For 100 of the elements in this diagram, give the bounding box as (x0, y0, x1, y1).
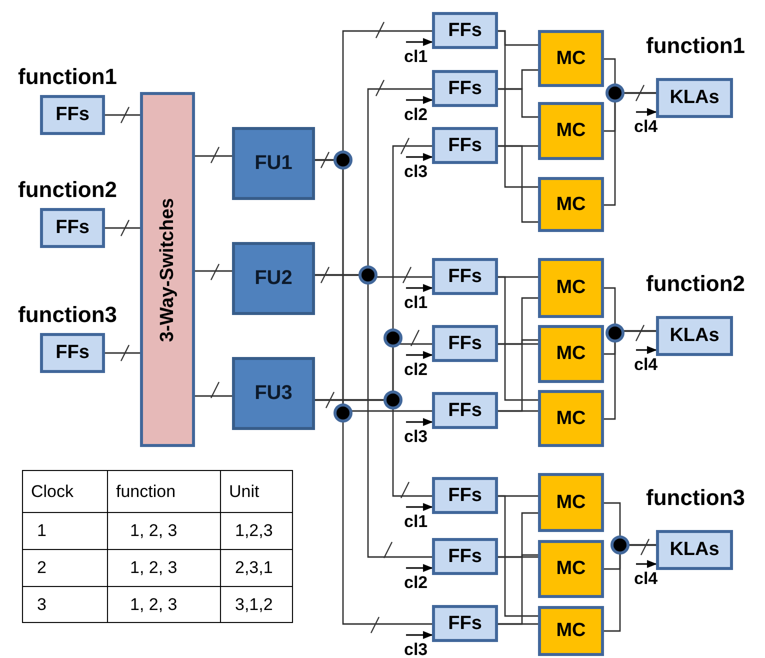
edge-label: cl3 (404, 641, 428, 658)
node-label: KLAs (670, 539, 720, 561)
node-label: FU1 (254, 152, 292, 175)
mc-box (538, 102, 604, 160)
node-label: MC (556, 558, 586, 580)
register-box (432, 325, 498, 362)
mc-box (538, 606, 604, 656)
table-cell: Unit (221, 471, 293, 513)
node-label: MC (556, 277, 586, 299)
edge-label: cl2 (404, 574, 428, 591)
mc-box (538, 540, 604, 598)
connector-line (498, 623, 538, 625)
node-label: MC (556, 343, 586, 365)
switch-block (140, 92, 195, 447)
edge-label: cl1 (404, 294, 428, 311)
node-label: FFs (448, 400, 482, 422)
clock-arrow (406, 153, 433, 161)
register-box (432, 258, 498, 295)
connector-line (498, 276, 538, 401)
clock-arrow (636, 346, 657, 354)
node-label: MC (556, 194, 586, 216)
connector-line (195, 395, 232, 397)
table-cell: 1,2,3 (221, 513, 293, 550)
mc-box (538, 390, 604, 447)
connector-line (105, 114, 140, 116)
node-label: FFs (56, 342, 90, 364)
edge-label: cl4 (634, 356, 658, 373)
function-heading: function1 (18, 64, 117, 90)
table-cell: function (108, 471, 221, 513)
edge-label: cl4 (634, 118, 658, 135)
edge-label: cl2 (404, 106, 428, 123)
table-cell: Clock (23, 471, 108, 513)
register-box (432, 538, 498, 575)
clock-arrow (636, 560, 657, 568)
node-label: KLAs (670, 325, 720, 347)
table-cell: 2 (23, 550, 108, 587)
mc-box (538, 258, 604, 318)
register-box (432, 127, 498, 164)
table-cell: 3,1,2 (221, 587, 293, 623)
register-box (432, 392, 498, 429)
register-box (432, 605, 498, 642)
connector-line (195, 270, 232, 272)
clock-arrow (406, 351, 433, 359)
functional-unit-box (232, 242, 315, 315)
node-label: FFs (448, 332, 482, 354)
connector-line (105, 352, 140, 354)
register-box (432, 70, 498, 107)
node-label: 3-Way-Switches (156, 198, 178, 342)
connector-line (315, 274, 432, 558)
node-label: FFs (448, 266, 482, 288)
connector-line (315, 399, 432, 497)
edge-label: cl3 (404, 163, 428, 180)
connector-line (315, 159, 432, 625)
table-cell: 2,3,1 (221, 550, 293, 587)
table-cell: 1 (23, 513, 108, 550)
table-cell: 1, 2, 3 (108, 550, 221, 587)
node-label: MC (556, 48, 586, 70)
connector-line (105, 227, 140, 229)
clock-arrow (406, 503, 433, 511)
register-box (432, 12, 498, 49)
edge-label: cl2 (404, 361, 428, 378)
clock-arrow (406, 284, 433, 292)
table-cell: 3 (23, 587, 108, 623)
connector-line (498, 410, 538, 412)
function-heading: function1 (646, 33, 745, 59)
clock-arrow (406, 418, 433, 426)
node-label: MC (556, 620, 586, 642)
clock-arrow (406, 564, 433, 572)
node-label: FU3 (254, 382, 292, 405)
node-label: FFs (448, 546, 482, 568)
edge-label: cl1 (404, 513, 428, 530)
register-box (432, 477, 498, 514)
node-label: MC (556, 408, 586, 430)
mc-box (538, 177, 604, 232)
connector-line (498, 556, 538, 558)
function-heading: function3 (646, 485, 745, 511)
function-heading: function3 (18, 302, 117, 328)
connector-line (195, 155, 232, 157)
mc-box (538, 30, 604, 87)
connector-line (498, 145, 538, 223)
node-label: FFs (448, 78, 482, 100)
connector-line (498, 343, 538, 345)
edge-label: cl3 (404, 428, 428, 445)
node-label: KLAs (670, 87, 720, 109)
node-label: FFs (448, 20, 482, 42)
node-label: FU2 (254, 267, 292, 290)
mc-box (538, 473, 604, 532)
edge-label: cl4 (634, 570, 658, 587)
connector-line (498, 495, 538, 617)
connector-line (604, 92, 656, 206)
functional-unit-box (232, 357, 315, 430)
table-cell: 1, 2, 3 (108, 513, 221, 550)
mc-box (538, 325, 604, 383)
node-label: FFs (56, 217, 90, 239)
connector-line (498, 88, 538, 118)
function-heading: function2 (646, 271, 745, 297)
node-label: FFs (448, 484, 482, 506)
clock-arrow (406, 631, 433, 639)
edge-label: cl1 (404, 48, 428, 65)
functional-unit-box (232, 127, 315, 200)
